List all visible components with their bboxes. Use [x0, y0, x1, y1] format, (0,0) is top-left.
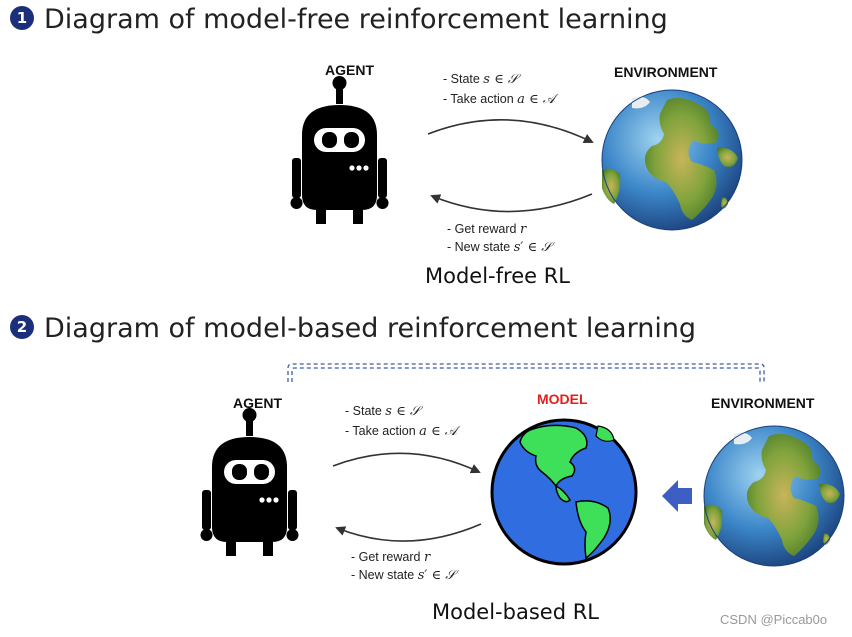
section2-action-text: - Take action a ∈ 𝒜: [345, 424, 458, 439]
section1-title: Diagram of model-free reinforcement lear…: [44, 4, 668, 35]
section1-environment-label: ENVIRONMENT: [614, 64, 718, 80]
section1-robot-icon: [290, 76, 389, 224]
section1-reward-text: - Get reward r: [447, 222, 527, 237]
section2-reward-text: - Get reward r: [351, 550, 431, 565]
section2-block-arrow: [662, 480, 692, 512]
section2-number-badge: 2: [10, 314, 34, 339]
section1-new-state-text: - New state s′ ∈ 𝒮: [447, 240, 552, 255]
section2-title: Diagram of model-based reinforcement lea…: [44, 313, 697, 344]
section1-reward-arrow: [430, 193, 593, 213]
section2-agent-label: AGENT: [233, 395, 282, 411]
watermark: CSDN @Piccab0o: [720, 612, 828, 627]
section2-environment-label: ENVIRONMENT: [711, 395, 815, 411]
section2-action-arrow: [332, 452, 481, 474]
section2-dashed-connector: [287, 363, 765, 384]
section2-robot-icon: [200, 408, 299, 556]
section2-new-state-text: - New state s′ ∈ 𝒮: [351, 568, 456, 583]
section2-earth-globe-icon: [703, 425, 845, 567]
section1-agent-label: AGENT: [325, 62, 374, 78]
section2-cartoon-globe-icon: [490, 418, 638, 566]
section1-number-badge: 1: [10, 5, 34, 30]
section1-heading: 1 Diagram of model-free reinforcement lea…: [10, 4, 668, 35]
section2-state-text: - State s ∈ 𝒮: [345, 404, 420, 419]
section2-reward-arrow: [335, 523, 482, 542]
section1-caption: Model-free RL: [425, 264, 571, 288]
section2-model-label: MODEL: [537, 391, 588, 407]
section2-caption: Model-based RL: [432, 600, 599, 624]
section1-action-text: - Take action a ∈ 𝒜: [443, 92, 556, 107]
section1-action-arrow: [427, 118, 594, 143]
section1-state-text: - State s ∈ 𝒮: [443, 72, 518, 87]
section2-heading: 2 Diagram of model-based reinforcement le…: [10, 313, 696, 344]
section1-earth-globe-icon: [601, 89, 743, 231]
